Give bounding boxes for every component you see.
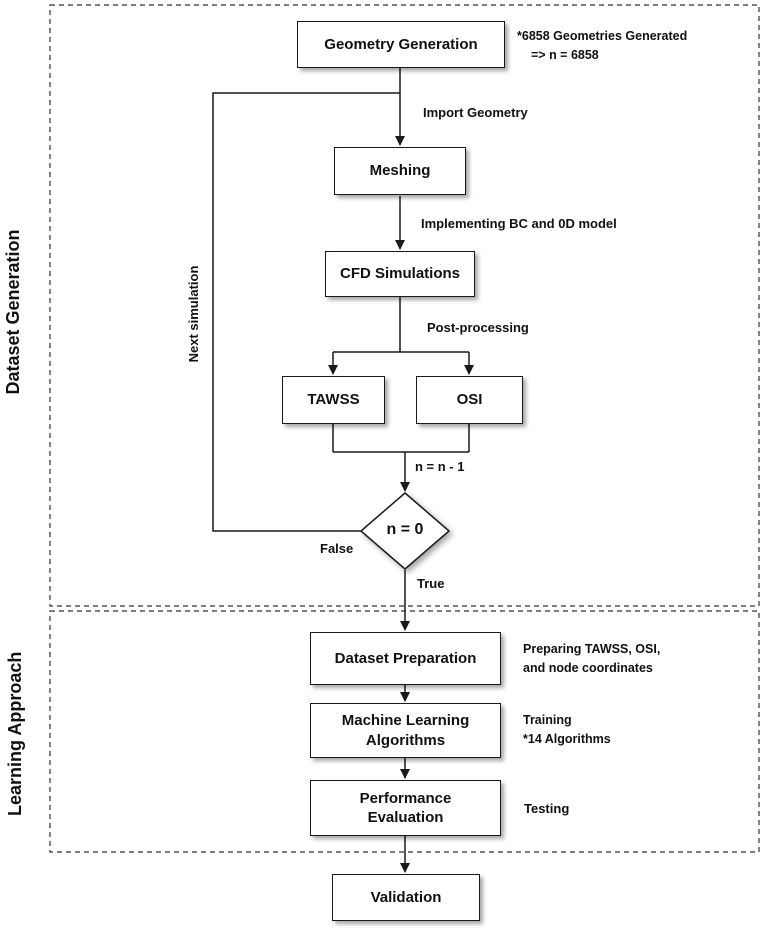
implementing-bc-label: Implementing BC and 0D model [421,216,617,231]
preparing-note: Preparing TAWSS, OSI, and node coordinat… [523,640,660,679]
decision-label: n = 0 [386,521,424,538]
decrement-label: n = n - 1 [415,459,465,474]
true-label: True [417,576,445,591]
tawss-box: TAWSS [282,376,385,424]
ml-algorithms-label-line1: Machine Learning [341,712,470,729]
decision-diamond [359,492,451,570]
meshing-label: Meshing [369,162,431,180]
ml-algorithms-label-line2: Algorithms [365,731,446,749]
dataset-preparation-box: Dataset Preparation [310,632,501,685]
dataset-generation-frame [49,4,760,607]
tawss-label: TAWSS [307,391,360,409]
geometries-note-line1: *6858 Geometries Generated [517,29,688,43]
preparing-note-line2: and node coordinates [523,661,653,676]
dataset-generation-title: Dataset Generation [3,229,23,395]
performance-evaluation-box: Performance Evaluation [310,780,501,836]
geometry-generation-label: Geometry Generation [324,35,478,53]
training-label: Training [523,713,572,727]
ml-algorithms-box: Machine Learning Algorithms [310,703,501,758]
learning-approach-title: Learning Approach [5,651,25,816]
geometries-note: *6858 Geometries Generated => n = 6858 [517,27,687,66]
cfd-simulations-box: CFD Simulations [325,251,475,297]
post-processing-label: Post-processing [427,320,529,335]
cfd-simulations-label: CFD Simulations [339,265,460,283]
performance-label-line1: Performance [359,789,452,807]
performance-label-line2: Evaluation [367,809,444,826]
meshing-box: Meshing [334,147,466,195]
training-note: Training *14 Algorithms [523,711,611,750]
validation-box: Validation [332,874,480,921]
osi-box: OSI [416,376,523,424]
false-label: False [320,541,354,556]
geometry-generation-box: Geometry Generation [297,21,505,68]
preparing-note-line1: Preparing TAWSS, OSI, [523,642,661,656]
osi-label: OSI [456,391,483,409]
geometries-note-line2: => n = 6858 [531,48,599,63]
next-simulation-label: Next simulation [186,265,201,363]
testing-label: Testing [524,801,570,816]
false-loop-line [212,92,400,532]
algorithms-count-label: *14 Algorithms [523,732,611,747]
import-geometry-label: Import Geometry [423,105,528,120]
validation-label: Validation [370,888,442,906]
dataset-preparation-label: Dataset Preparation [334,649,477,667]
